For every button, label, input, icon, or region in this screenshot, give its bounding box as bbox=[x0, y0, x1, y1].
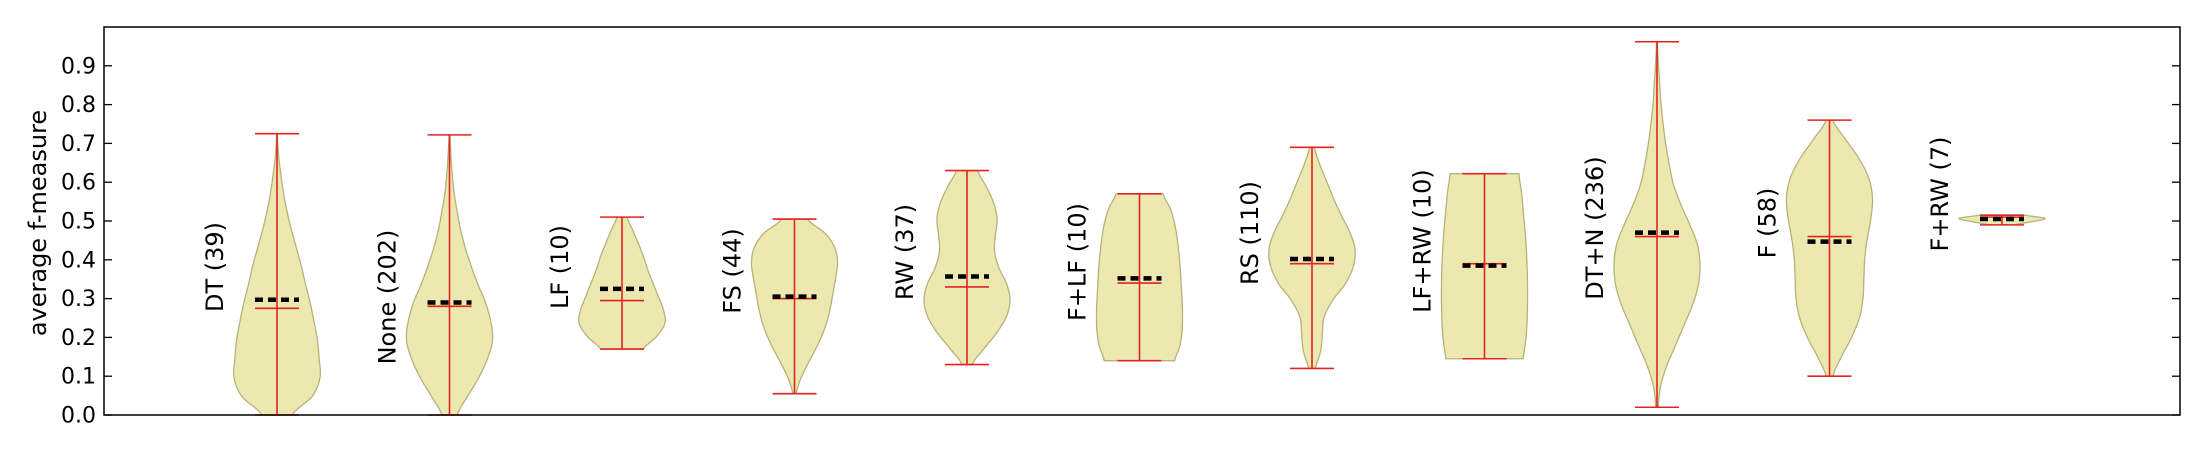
violin-label: RS (110) bbox=[1236, 181, 1264, 285]
violin-label: F+LF (10) bbox=[1064, 203, 1092, 321]
violin-label: FS (44) bbox=[719, 228, 747, 314]
violin-label: LF (10) bbox=[546, 225, 574, 309]
y-tick-label: 0.9 bbox=[61, 54, 96, 79]
y-tick-label: 0.3 bbox=[61, 287, 96, 312]
y-tick-label: 0.4 bbox=[61, 248, 96, 273]
y-axis-ticks: 0.0 0.1 0.2 0.3 0.4 0.5 0.6 0.7 0.8 0.9 bbox=[61, 54, 2180, 429]
y-tick-label: 0.6 bbox=[61, 171, 96, 196]
violins: DT (39) None (202) LF (10) FS (44) RW (37) F+… bbox=[201, 40, 2046, 416]
violin: F+RW (7) bbox=[1926, 137, 2046, 252]
violin-label: F (58) bbox=[1754, 188, 1782, 259]
violin: FS (44) bbox=[719, 218, 839, 395]
y-tick-label: 0.8 bbox=[61, 93, 96, 118]
violin-label: LF+RW (10) bbox=[1409, 169, 1437, 313]
violin: LF (10) bbox=[546, 216, 666, 350]
violin: LF+RW (10) bbox=[1409, 169, 1529, 360]
violin: DT (39) bbox=[201, 132, 322, 416]
y-axis-label: average f-measure bbox=[24, 110, 52, 336]
violin: DT+N (236) bbox=[1581, 40, 1701, 409]
violin: F (58) bbox=[1754, 119, 1874, 378]
violin-label: DT+N (236) bbox=[1581, 156, 1609, 299]
violin-label: DT (39) bbox=[201, 222, 229, 312]
y-tick-label: 0.7 bbox=[61, 132, 96, 157]
y-tick-label: 0.5 bbox=[61, 210, 96, 235]
violin-label: RW (37) bbox=[891, 204, 919, 300]
y-tick-label: 0.0 bbox=[61, 404, 96, 429]
y-tick-label: 0.1 bbox=[61, 365, 96, 390]
violin-label: None (202) bbox=[374, 230, 402, 365]
violin: None (202) bbox=[374, 134, 494, 416]
violin: RW (37) bbox=[891, 169, 1011, 366]
violin: F+LF (10) bbox=[1064, 193, 1184, 362]
violin-label: F+RW (7) bbox=[1926, 137, 1954, 252]
plot-frame bbox=[103, 26, 2181, 416]
violin: RS (110) bbox=[1236, 146, 1356, 370]
y-tick-label: 0.2 bbox=[61, 326, 96, 351]
